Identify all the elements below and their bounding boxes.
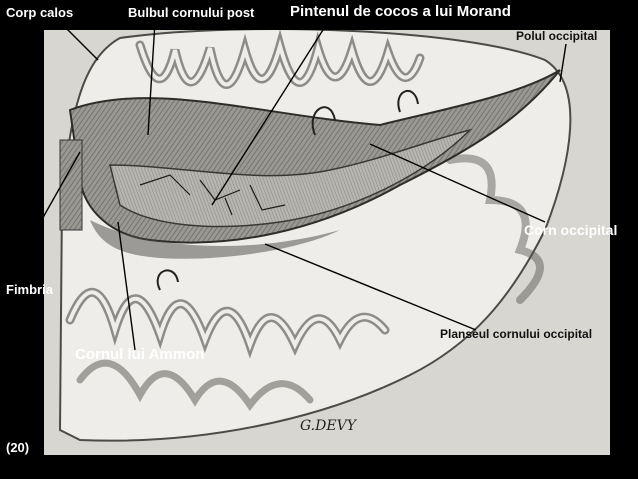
label-cornul-lui-ammon: Cornul lui Ammon (75, 346, 205, 363)
figure-number: (20) (6, 440, 30, 455)
left-band (0, 30, 44, 479)
fimbria-strip (59, 139, 83, 231)
hook-1 (311, 106, 336, 136)
leader-bulbul (147, 21, 156, 136)
top-band (0, 0, 638, 30)
leader-corn-occipital (369, 143, 546, 223)
label-corp-calos: Corp calos (6, 5, 74, 20)
calcar-avis (109, 128, 473, 228)
hook-2 (397, 90, 419, 113)
label-fimbria: Fimbria (6, 282, 53, 297)
artist-signature: G.DEVY (300, 418, 358, 434)
label-pintenul: Pintenul de cocos a lui Morand (290, 3, 511, 20)
right-band (610, 30, 638, 479)
label-bulbul-cornului-post: Bulbul cornului post (128, 5, 255, 20)
label-corn-occipital: Corn occipital (524, 222, 618, 238)
leader-cornul-ammon (117, 221, 136, 351)
hook-3 (156, 269, 179, 291)
leader-pintenul (211, 21, 329, 206)
leader-planseul (264, 243, 477, 331)
upper-gyri-highlight (138, 38, 422, 87)
label-polul-occipital: Polul occipital (516, 29, 598, 43)
lower-gyri-highlight (68, 290, 387, 352)
label-planseul: Planseul cornului occipital (440, 327, 593, 341)
lower-gyri-2 (76, 359, 314, 412)
leader-polul (559, 43, 567, 83)
bottom-band (0, 455, 638, 479)
